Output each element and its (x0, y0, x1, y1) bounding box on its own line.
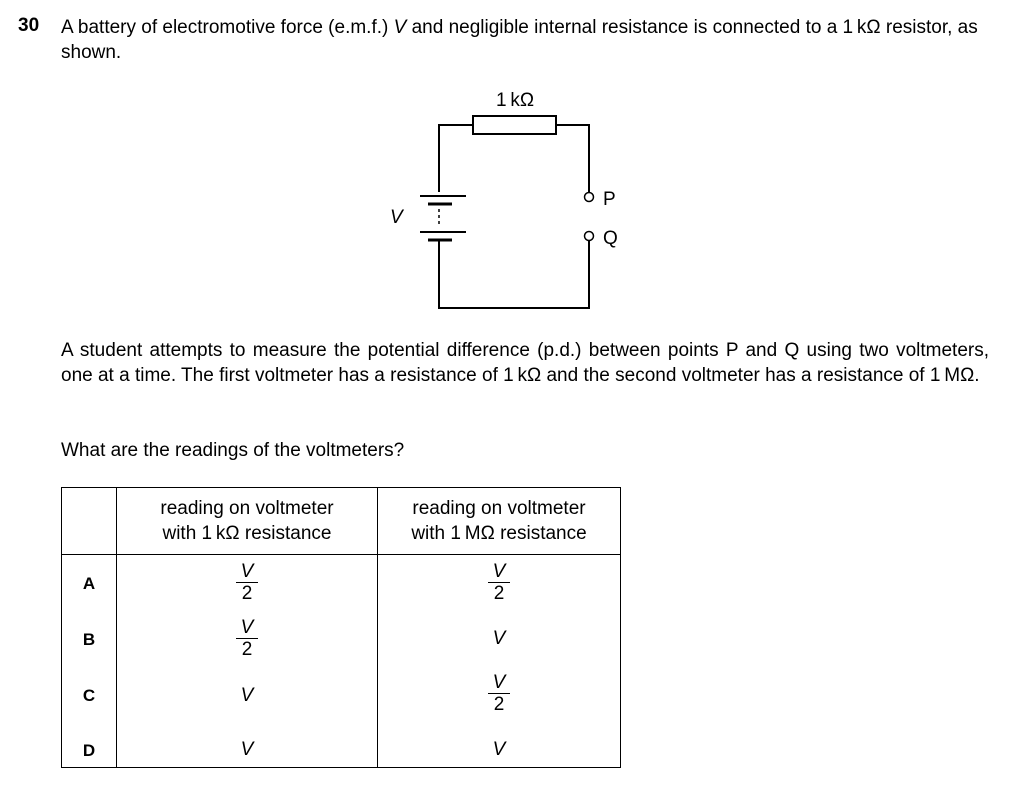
fraction-denominator: 2 (241, 639, 253, 660)
options-table: reading on voltmeter with 1 kΩ resistanc… (61, 487, 621, 768)
header-col-2: reading on voltmeter with 1 MΩ resistanc… (377, 487, 621, 555)
fraction-numerator: V (236, 617, 258, 639)
option-c-col-1-value: V (240, 685, 254, 706)
option-letter-d[interactable]: D (82, 741, 96, 760)
option-d-col-2-value: V (492, 739, 506, 760)
option-letter-c[interactable]: C (82, 686, 96, 705)
option-a-col-2-fraction: V 2 (488, 561, 510, 605)
battery-label: V (390, 207, 405, 228)
fraction-denominator: 2 (241, 583, 253, 604)
point-p-label: P (603, 189, 616, 210)
header-empty-cell (61, 487, 117, 555)
header-col-1: reading on voltmeter with 1 kΩ resistanc… (116, 487, 378, 555)
question-prompt: What are the readings of the voltmeters? (61, 440, 405, 461)
option-d-col-1-value: V (240, 739, 254, 760)
question-stem: A battery of electromotive force (e.m.f.… (61, 15, 1001, 65)
circuit-diagram: 1 kΩ V P Q (390, 90, 618, 309)
stem-variable: V (393, 17, 407, 38)
wire-top-left (438, 124, 473, 192)
letters-column: A B C D (61, 554, 117, 768)
col-1-values: V 2 V 2 V V (116, 554, 378, 768)
stem-text-b: and negligible internal resistance is co… (61, 17, 978, 63)
question-number: 30 (18, 15, 40, 36)
fraction-numerator: V (488, 672, 510, 694)
option-b-col-2-value: V (492, 628, 506, 649)
option-letter-a[interactable]: A (82, 574, 96, 593)
resistor (472, 115, 557, 135)
terminal-q (583, 230, 595, 242)
wire-top-right (556, 124, 590, 192)
option-a-col-1-fraction: V 2 (236, 561, 258, 605)
point-q-label: Q (603, 228, 618, 249)
fraction-numerator: V (488, 561, 510, 583)
option-c-col-2-fraction: V 2 (488, 672, 510, 716)
option-b-col-1-fraction: V 2 (236, 617, 258, 661)
fraction-denominator: 2 (493, 694, 505, 715)
header-col-2-line1: reading on voltmeter (412, 498, 586, 519)
table-body-row: A B C D V 2 V 2 V V (61, 554, 621, 768)
wire-bottom (438, 240, 590, 309)
table-header-row: reading on voltmeter with 1 kΩ resistanc… (61, 487, 621, 555)
resistor-label: 1 kΩ (496, 90, 534, 111)
fraction-denominator: 2 (493, 583, 505, 604)
header-col-1-line2: with 1 kΩ resistance (162, 523, 332, 544)
option-letter-b[interactable]: B (82, 630, 96, 649)
col-2-values: V 2 V V 2 V (377, 554, 621, 768)
header-col-1-line1: reading on voltmeter (160, 498, 334, 519)
fraction-numerator: V (236, 561, 258, 583)
question-body: A student attempts to measure the potent… (61, 340, 989, 386)
stem-text-a: A battery of electromotive force (e.m.f.… (61, 17, 394, 38)
terminal-p (583, 191, 595, 203)
header-col-2-line2: with 1 MΩ resistance (411, 523, 587, 544)
